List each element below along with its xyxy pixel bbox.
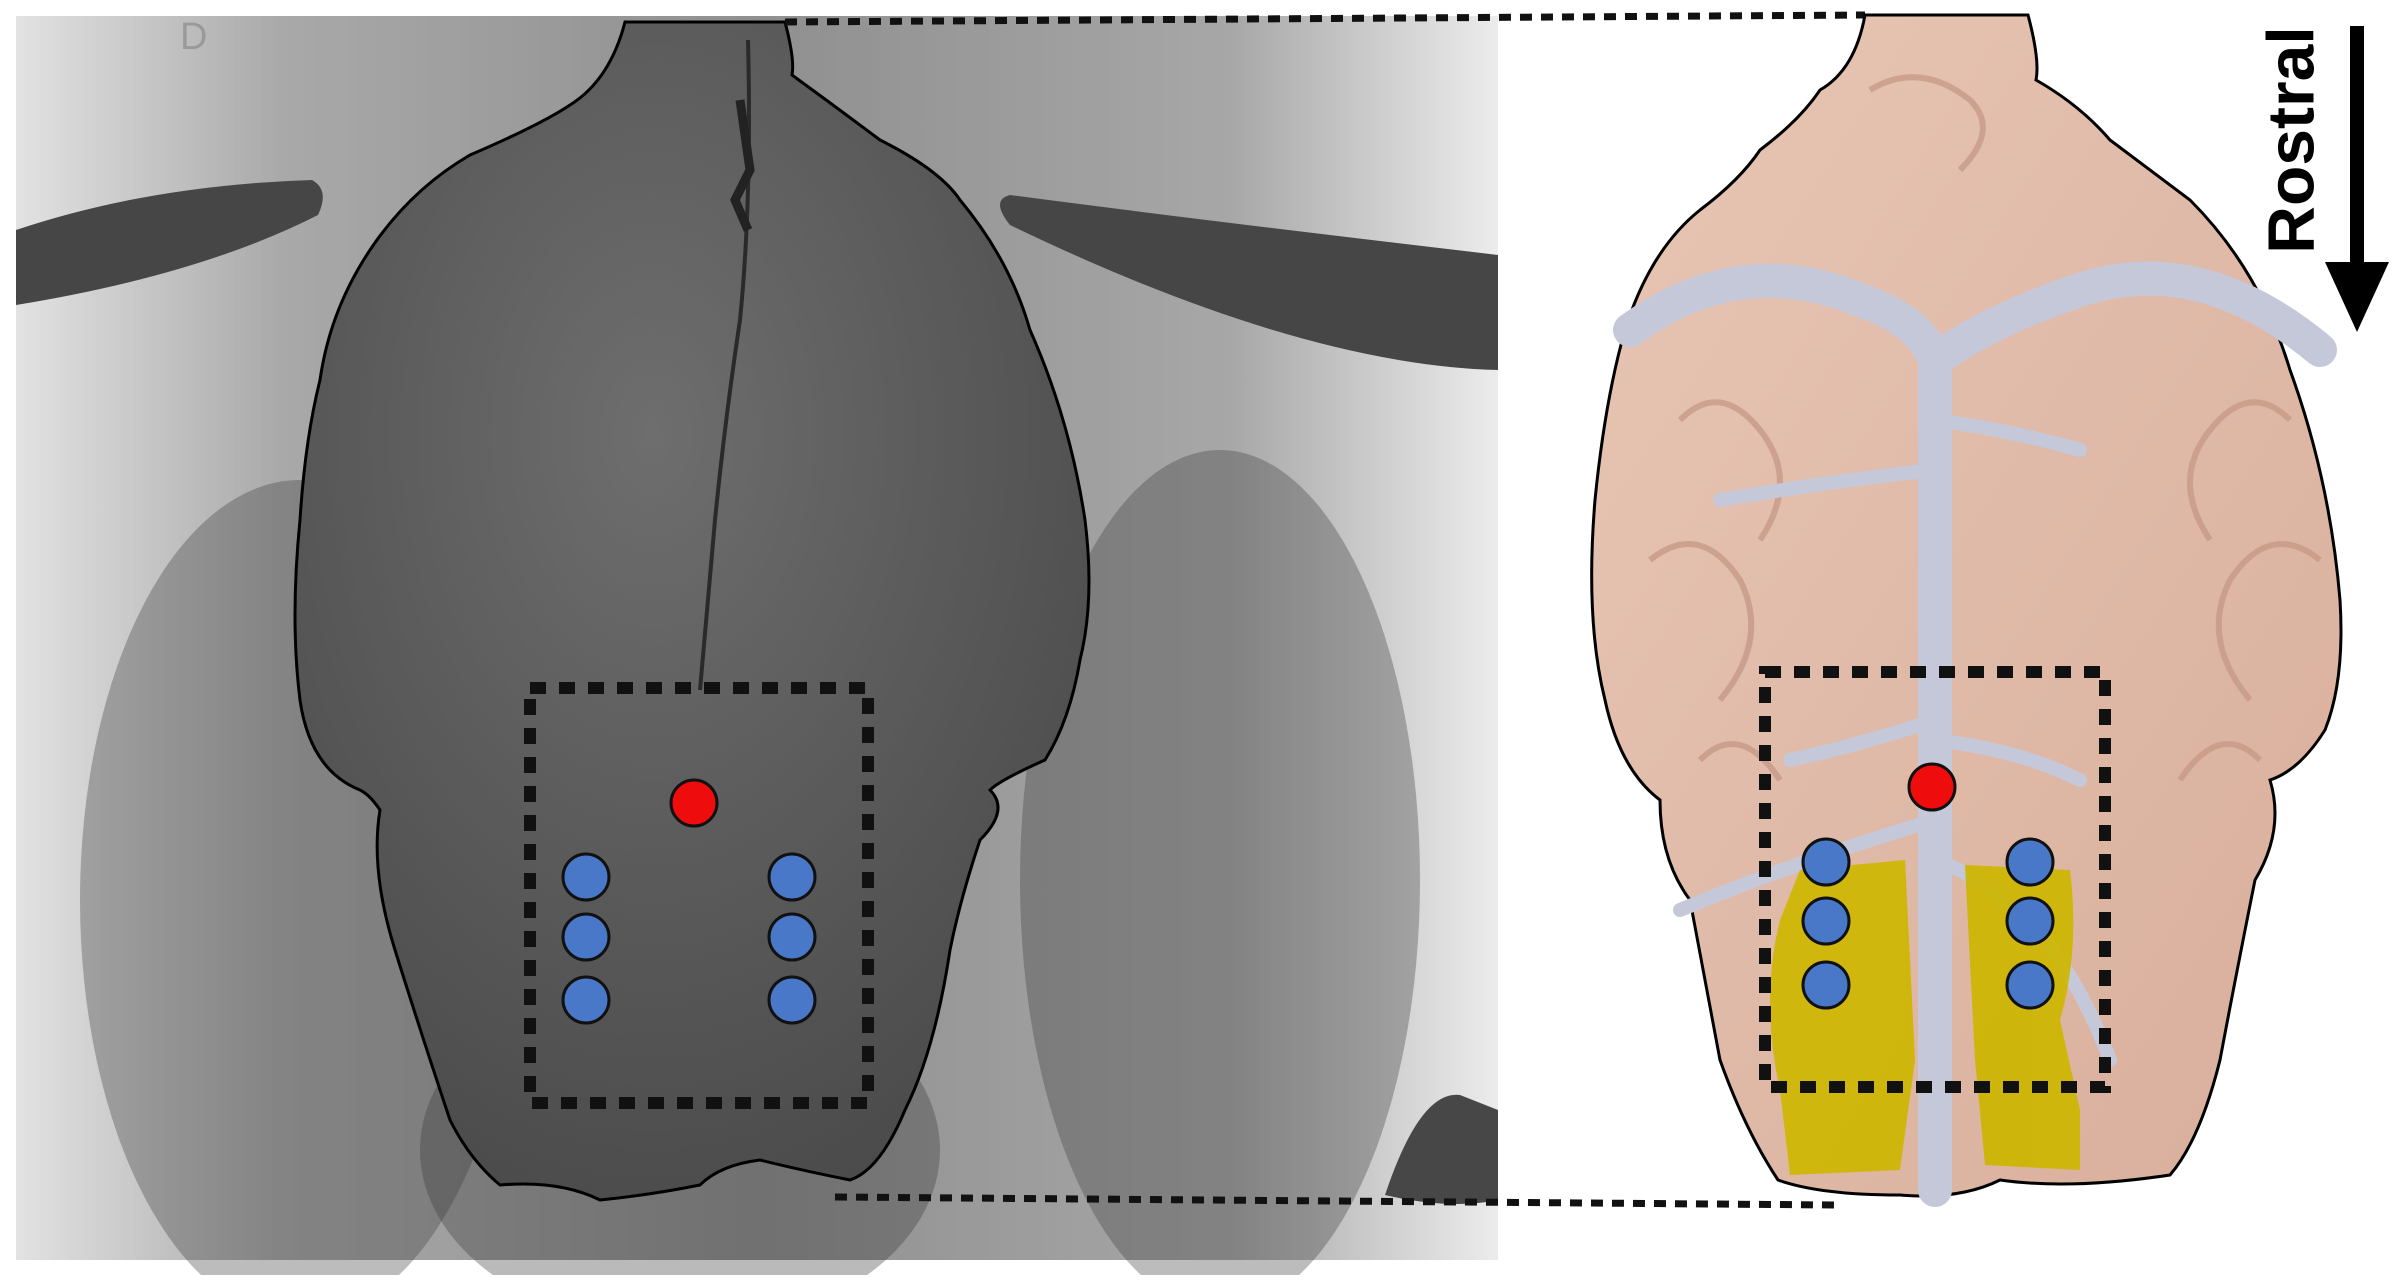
xray-electrode-r2 — [767, 912, 817, 962]
xray-electrode-l3 — [561, 975, 611, 1025]
right-ear-bar — [1000, 195, 1498, 370]
highlight-region — [1770, 860, 2080, 1175]
xray-corner-label: D — [180, 16, 208, 58]
brain-electrodes — [1801, 762, 2055, 1010]
brain-reference-electrode — [1907, 762, 1957, 812]
xray-electrode-l1 — [561, 852, 611, 902]
brain-electrode-r3 — [2005, 960, 2055, 1010]
bottom-right-bar — [1385, 1094, 1498, 1204]
brain-electrode-r1 — [2005, 837, 2055, 887]
brain-electrode-l2 — [1801, 896, 1851, 946]
xray-reference-electrode — [669, 778, 719, 828]
brain-electrode-r2 — [2005, 896, 2055, 946]
brain-model-outline — [1590, 13, 2343, 1198]
down-arrow-icon — [2325, 26, 2389, 332]
brain-gyri — [1648, 74, 2322, 782]
rostral-label: Rostral — [2246, 20, 2336, 260]
xray-panel — [16, 16, 1498, 1280]
xray-electrode-r3 — [767, 975, 817, 1025]
rostral-label-text: Rostral — [2254, 26, 2329, 254]
left-ear-bar — [16, 180, 323, 305]
brain-electrode-l1 — [1801, 837, 1851, 887]
xray-electrode-l2 — [561, 912, 611, 962]
xray-electrode-r1 — [767, 852, 817, 902]
xray-tissue-right — [1020, 450, 1420, 1280]
brain-electrode-l3 — [1801, 960, 1851, 1010]
xray-sinus-mark — [730, 99, 755, 232]
xray-electrodes — [561, 778, 817, 1025]
brain-model-panel — [1590, 13, 2343, 1207]
xray-brain-outline — [293, 20, 1091, 1202]
